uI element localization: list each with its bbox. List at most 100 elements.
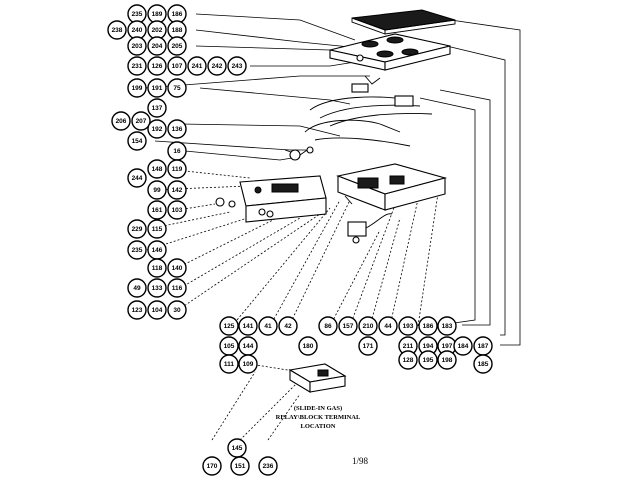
callout-number: 116 [172, 285, 183, 292]
callout-circle [127, 240, 147, 260]
cooktop [329, 33, 451, 71]
callout-bubble: 123 [127, 300, 147, 320]
callout-circle [358, 316, 378, 336]
callout-number: 206 [116, 118, 127, 125]
callout-bubble: 199 [127, 78, 147, 98]
callout-bubble: 136 [167, 119, 187, 139]
callout-bubble: 204 [147, 36, 167, 56]
callout-circle [278, 316, 298, 336]
callout-number: 157 [343, 323, 354, 330]
callout-circle [167, 159, 187, 179]
callout-number: 140 [172, 265, 183, 272]
control-panel [215, 175, 327, 223]
callout-bubble: 205 [167, 36, 187, 56]
callout-number: 191 [152, 85, 163, 92]
callout-number: 154 [132, 138, 143, 145]
callout-circle [147, 219, 167, 239]
callout-bubble: 99 [147, 180, 167, 200]
callout-circle [147, 78, 167, 98]
callout-circle [147, 200, 167, 220]
callout-bubble: 86 [318, 316, 338, 336]
callout-circle [147, 119, 167, 139]
callout-bubble: 107 [167, 56, 187, 76]
callout-bubble: 109 [238, 354, 258, 374]
callout-circle [127, 36, 147, 56]
callout-bubble: 188 [167, 20, 187, 40]
callout-bubble: 157 [338, 316, 358, 336]
callout-bubble: 210 [358, 316, 378, 336]
callout-number: 188 [172, 27, 183, 34]
callout-number: 203 [132, 43, 143, 50]
callout-circle [147, 258, 167, 278]
callout-circle [418, 316, 438, 336]
callout-bubble: 105 [219, 336, 239, 356]
callout-circle [473, 354, 493, 374]
callout-bubble: 144 [238, 336, 258, 356]
callout-bubble: 235 [127, 240, 147, 260]
callout-bubble: 183 [437, 316, 457, 336]
callout-number: 146 [152, 247, 163, 254]
callout-number: 205 [172, 43, 183, 50]
callout-circle [167, 258, 187, 278]
callout-bubble: 141 [238, 316, 258, 336]
callout-bubble: 119 [167, 159, 187, 179]
callout-number: 144 [243, 343, 254, 350]
callout-number: 125 [224, 323, 235, 330]
callout-circle [358, 336, 378, 356]
callout-circle [147, 56, 167, 76]
callout-circle [258, 456, 278, 476]
callout-number: 16 [173, 148, 181, 155]
callout-bubble: 140 [167, 258, 187, 278]
igniter-module [347, 213, 393, 244]
callout-bubble: 115 [147, 219, 167, 239]
callout-bubble: 189 [147, 4, 167, 24]
callout-circle [418, 350, 438, 370]
callout-circle [127, 131, 147, 151]
callout-number: 194 [423, 343, 434, 350]
callout-bubble: 191 [147, 78, 167, 98]
callout-bubble: 231 [127, 56, 147, 76]
callout-number: 238 [112, 27, 123, 34]
callout-number: 207 [136, 118, 147, 125]
callout-number: 107 [172, 63, 183, 70]
callout-number: 123 [132, 307, 143, 314]
callout-number: 145 [232, 445, 243, 452]
callout-bubble: 161 [147, 200, 167, 220]
callout-bubble: 207 [131, 111, 151, 131]
callout-number: 186 [172, 11, 183, 18]
callout-bubble: 146 [147, 240, 167, 260]
callout-bubble: 151 [230, 456, 250, 476]
callout-circle [238, 316, 258, 336]
callout-circle [318, 316, 338, 336]
callout-number: 235 [132, 247, 143, 254]
callout-bubble: 244 [127, 168, 147, 188]
caption-line-2: RELAY\BLOCK TERMINAL [276, 414, 361, 421]
callout-bubble: 30 [167, 300, 187, 320]
callout-number: 242 [212, 63, 223, 70]
callout-circle [167, 300, 187, 320]
callout-circle [227, 56, 247, 76]
callout-number: 199 [132, 85, 143, 92]
callout-bubble: 104 [147, 300, 167, 320]
callout-circle [127, 219, 147, 239]
callout-number: 180 [303, 343, 314, 350]
callout-number: 126 [152, 63, 163, 70]
callout-bubble: 235 [127, 4, 147, 24]
callout-circle [187, 56, 207, 76]
callout-number: 41 [264, 323, 272, 330]
callout-circle [167, 180, 187, 200]
callout-circle [398, 350, 418, 370]
callout-bubble: 128 [398, 350, 418, 370]
callout-bubble: 238 [107, 20, 127, 40]
callout-circle [167, 278, 187, 298]
callout-number: 142 [172, 187, 183, 194]
callout-circle [131, 111, 151, 131]
callout-number: 204 [152, 43, 163, 50]
callout-number: 136 [172, 126, 183, 133]
callout-number: 141 [243, 323, 254, 330]
revision-date: 1/98 [352, 456, 369, 466]
callout-number: 111 [224, 361, 235, 368]
burner-grate [351, 9, 456, 35]
callout-number: 183 [442, 323, 453, 330]
